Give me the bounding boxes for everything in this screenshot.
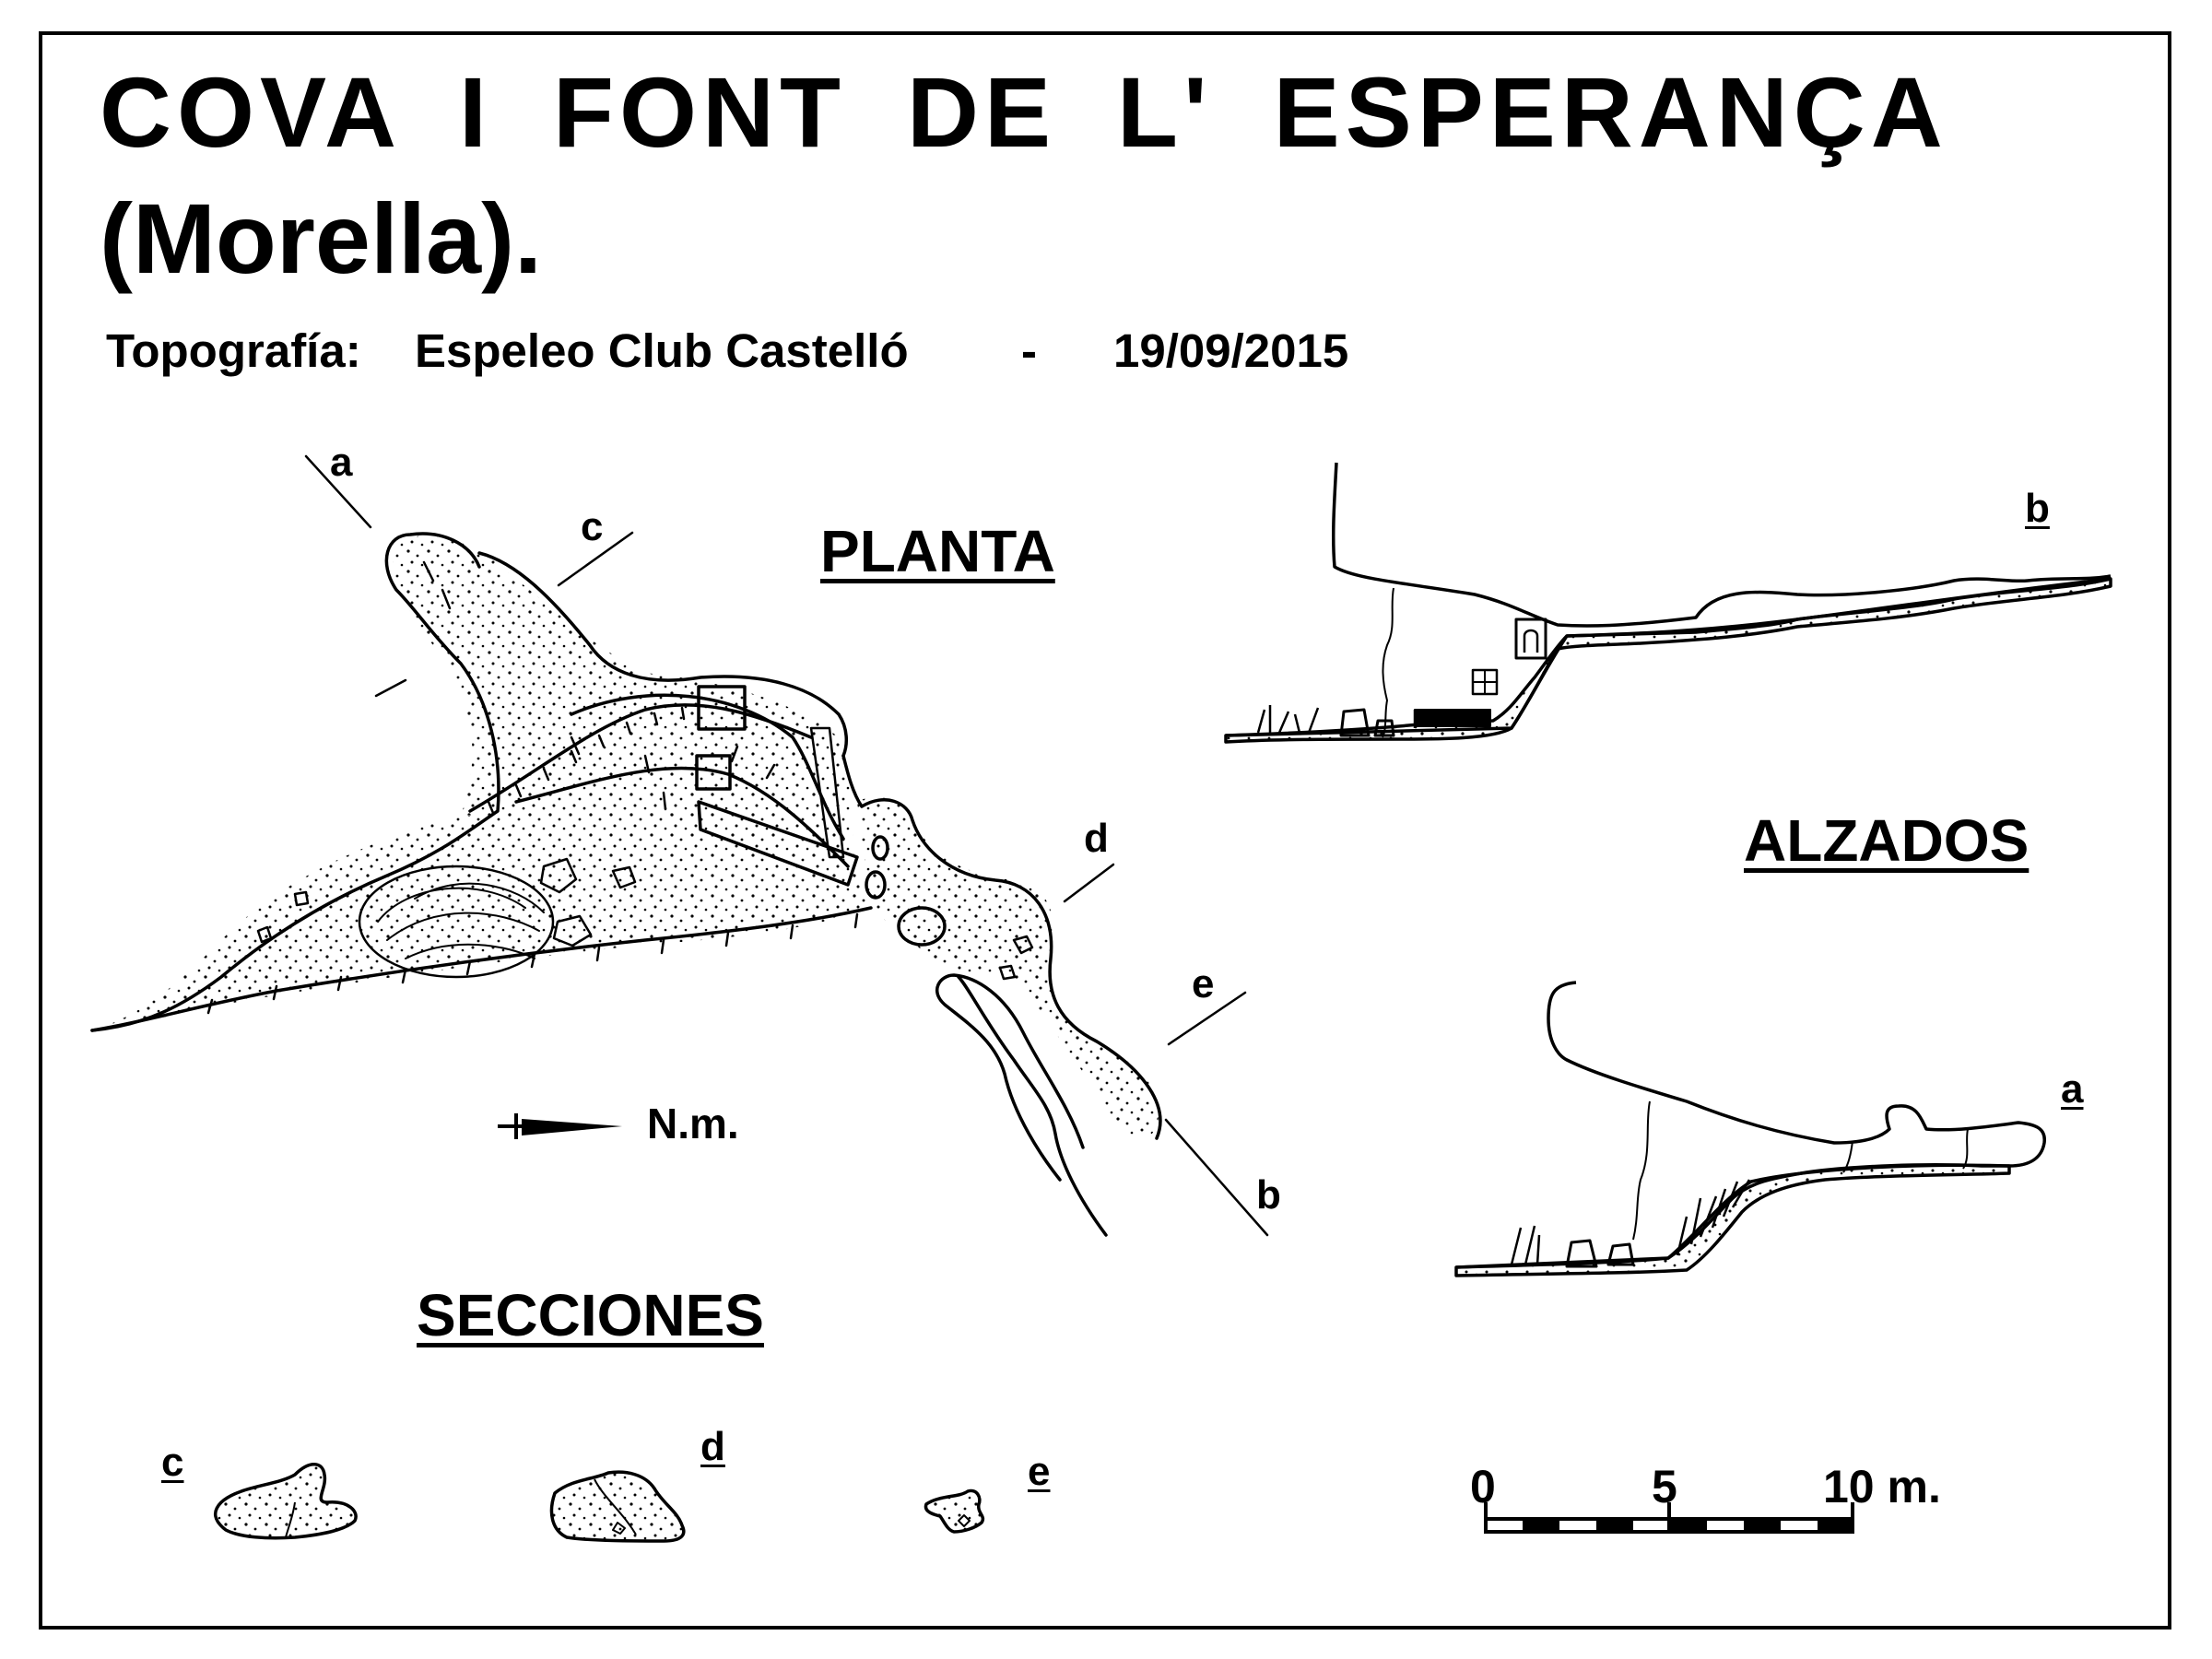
plan-outer-wall-3 [841, 754, 1162, 1140]
cross-section-e [924, 1488, 985, 1534]
scale-tick-10: 10 m. [1823, 1461, 1941, 1512]
plan-view [90, 454, 1269, 1237]
section-label-c: c [161, 1440, 184, 1485]
plan-pool-2 [865, 870, 887, 900]
plan-label-a: a [330, 440, 353, 485]
cross-section-c [214, 1463, 358, 1540]
map-frame [39, 31, 2171, 1630]
section-label-e: e [1028, 1449, 1051, 1494]
elevation-a-grass [1510, 1179, 1751, 1265]
plan-inner-wall [957, 975, 1108, 1237]
plan-drip-ticks [206, 912, 859, 1015]
elevation-b-wall [1414, 709, 1491, 727]
elevation-a-ceiling [1547, 981, 2046, 1168]
plan-structure-1 [697, 685, 747, 731]
plan-outer-wall-2 [477, 551, 849, 758]
heading-planta: PLANTA [820, 518, 1055, 584]
plan-pool-1 [897, 906, 947, 947]
north-arrow [498, 1113, 622, 1139]
elevation-b-rocks [1339, 708, 1395, 737]
plan-label-e: e [1192, 961, 1215, 1006]
plan-lower-edge [90, 906, 873, 1032]
plan-label-b: b [1256, 1172, 1281, 1218]
plan-section-line-b [1164, 1118, 1269, 1237]
credit-separator: - [1021, 324, 1037, 377]
cross-sections [214, 1463, 985, 1543]
plan-block [256, 857, 1034, 981]
elevation-a-floor [1454, 1163, 2011, 1277]
credit-date: 19/09/2015 [1113, 324, 1349, 377]
plan-slope-line [468, 703, 813, 813]
scale-tick-0: 0 [1470, 1461, 1496, 1512]
elevation-b-ceiling [1331, 462, 2112, 628]
plan-section-line-e [1167, 991, 1247, 1046]
elevation-a-rocks [1565, 1239, 1635, 1268]
plan-outer-wall [90, 532, 500, 1032]
credit-author: Espeleo Club Castelló [415, 324, 909, 377]
plan-corridor-wall [935, 973, 1085, 1182]
elevation-b-floor-line [1225, 577, 2112, 737]
north-label: N.m. [647, 1100, 739, 1147]
plan-structure-3 [697, 800, 859, 887]
plan-section-line-d [1063, 863, 1115, 903]
plan-flow-arrows [422, 560, 776, 811]
plan-upper-fill [393, 535, 857, 876]
heading-alzados: ALZADOS [1744, 807, 2030, 874]
plan-section-line-a2 [374, 678, 407, 698]
elevation-label-a: a [2061, 1066, 2084, 1112]
elevation-a [1454, 981, 2046, 1277]
elevation-b-floor [1224, 577, 2112, 744]
plan-structure-4 [809, 726, 845, 859]
scale-tick-5: 5 [1652, 1461, 1677, 1512]
plan-floor-fill [92, 806, 871, 1030]
map-title-line-2: (Morella). [100, 182, 543, 294]
elevation-label-b: b [2025, 486, 2050, 531]
elevation-b-grass [1256, 705, 1320, 734]
plan-structure-2 [695, 754, 732, 791]
elevation-b [1224, 462, 2112, 744]
credit-label: Topografía: [106, 324, 361, 377]
plan-label-d: d [1084, 816, 1109, 861]
plan-pool-3 [871, 835, 889, 861]
elevation-b-crack [1382, 587, 1394, 738]
plan-section-line-c [557, 531, 634, 587]
plan-inner-channel [514, 766, 850, 868]
scale-bar [1484, 1502, 1854, 1534]
heading-secciones: SECCIONES [417, 1282, 764, 1348]
elevation-b-doorway [1514, 618, 1547, 660]
plan-slope-ticks [487, 706, 686, 815]
elevation-a-crack [1632, 1100, 1651, 1241]
section-label-d: d [700, 1424, 725, 1469]
plan-boulder-pile [358, 865, 555, 979]
map-title-line-1: COVA I FONT DE L' ESPERANÇA [100, 56, 1948, 168]
plan-label-c: c [581, 504, 604, 549]
plan-section-line-a [304, 454, 372, 529]
cross-section-d [549, 1470, 686, 1543]
